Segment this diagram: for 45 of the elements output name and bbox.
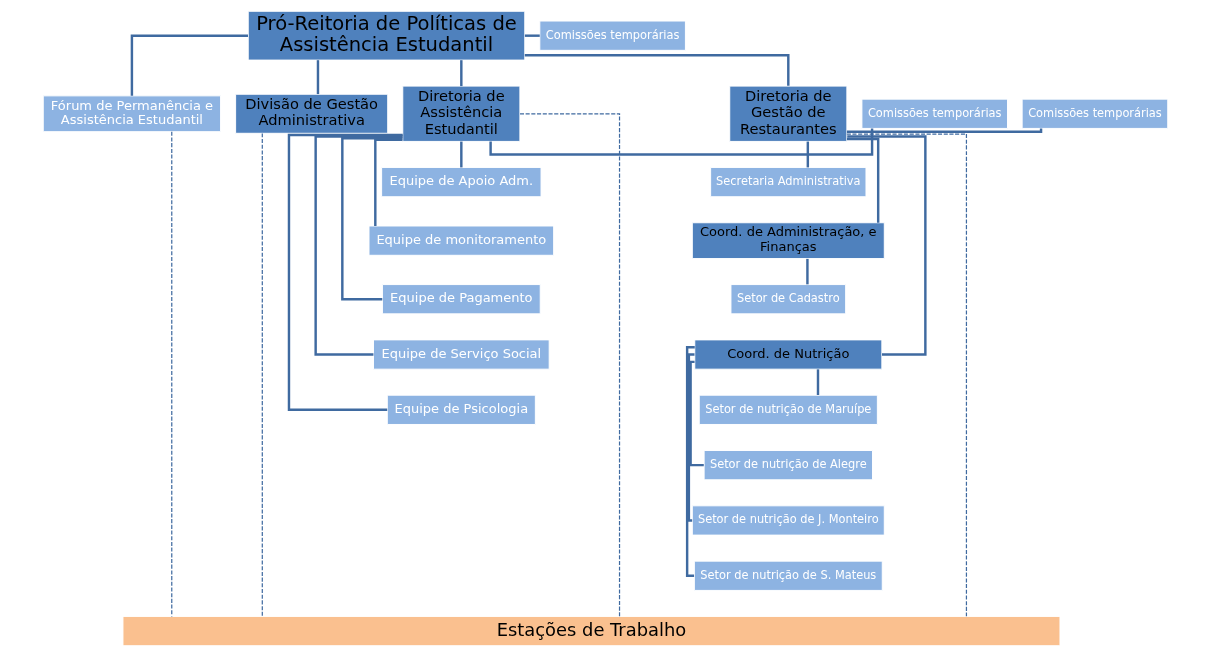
node-box: Secretaria Administrativa — [709, 166, 866, 198]
node-box: Comissões temporárias — [860, 98, 1008, 129]
connector — [170, 131, 172, 618]
node-box: Setor de nutrição de Maruípe — [698, 394, 878, 425]
connector — [373, 138, 403, 226]
connector — [687, 353, 694, 522]
node-box: Setor de nutrição de Alegre — [703, 450, 873, 481]
node-box: Diretoria de Gestão de Restaurantes — [728, 85, 847, 142]
node-box: Coord. de Administração, e Finanças — [691, 222, 885, 260]
connector — [130, 34, 248, 96]
connector — [316, 60, 319, 95]
node-box: Estações de Trabalho — [121, 615, 1060, 647]
node-box: Equipe de Psicologia — [386, 394, 536, 425]
connector — [846, 137, 879, 223]
connector — [688, 360, 704, 467]
node-box: Diretoria de Assistência Estudantil — [401, 85, 520, 142]
node-box: Equipe de Pagamento — [381, 284, 541, 315]
connector — [805, 258, 809, 285]
node-box: Fórum de Permanência e Assistência Estudantil — [42, 95, 221, 133]
connector — [846, 128, 1042, 133]
connector — [524, 54, 790, 86]
connector — [846, 135, 927, 356]
connector — [340, 136, 403, 301]
connector — [287, 133, 403, 412]
connector — [845, 133, 967, 617]
connector — [459, 141, 463, 168]
node-box: Pró-Reitoria de Políticas de Assistência Estudantil — [247, 10, 525, 61]
node-box: Divisão de Gestão Administrativa — [234, 93, 388, 134]
connector — [524, 34, 540, 37]
connector — [816, 369, 819, 395]
node-box: Equipe de monitoramento — [368, 225, 554, 256]
node-box: Comissões temporárias — [538, 20, 686, 51]
node-box: Coord. de Nutrição — [693, 339, 882, 370]
connector — [261, 132, 263, 617]
connector — [488, 128, 873, 156]
node-box: Comissões temporárias — [1021, 98, 1168, 129]
node-box: Setor de nutrição de J. Monteiro — [691, 505, 885, 536]
connector — [806, 141, 809, 168]
node-box: Setor de Cadastro — [729, 284, 846, 315]
node-box: Equipe de Apoio Adm. — [380, 166, 542, 198]
connector — [685, 346, 695, 577]
node-box: Setor de nutrição de S. Mateus — [693, 560, 883, 591]
node-box: Equipe de Serviço Social — [372, 339, 550, 370]
connector — [313, 135, 403, 356]
connector — [459, 60, 463, 87]
